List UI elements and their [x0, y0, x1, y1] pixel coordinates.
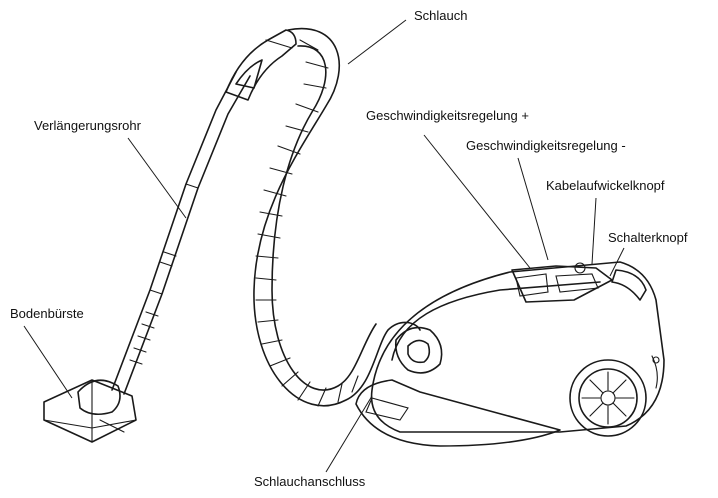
label-speed-plus: Geschwindigkeitsregelung +: [366, 108, 529, 123]
leader-schlauchanschluss: [325, 395, 373, 473]
label-verlaengerungsrohr: Verlängerungsrohr: [34, 118, 141, 133]
leader-speed-plus: [423, 134, 531, 269]
label-schalterknopf: Schalterknopf: [608, 230, 688, 245]
extension-tube: [111, 71, 251, 395]
floor-brush: [43, 379, 137, 443]
leader-kabelaufwickelknopf: [591, 197, 597, 265]
label-schlauchanschluss: Schlauchanschluss: [254, 474, 366, 489]
leader-schlauch: [347, 19, 407, 65]
hose-handle: [225, 29, 297, 101]
label-schlauch: Schlauch: [414, 8, 468, 23]
leader-bodenbuerste: [23, 325, 73, 399]
label-bodenbuerste: Bodenbürste: [10, 306, 84, 321]
vacuum-body: [355, 261, 665, 447]
label-speed-minus: Geschwindigkeitsregelung -: [466, 138, 626, 153]
label-kabelaufwickelknopf: Kabelaufwickelknopf: [546, 178, 665, 193]
hose: [253, 27, 421, 407]
leader-speed-minus: [517, 157, 549, 261]
leader-verlaengerungsrohr: [127, 137, 187, 219]
